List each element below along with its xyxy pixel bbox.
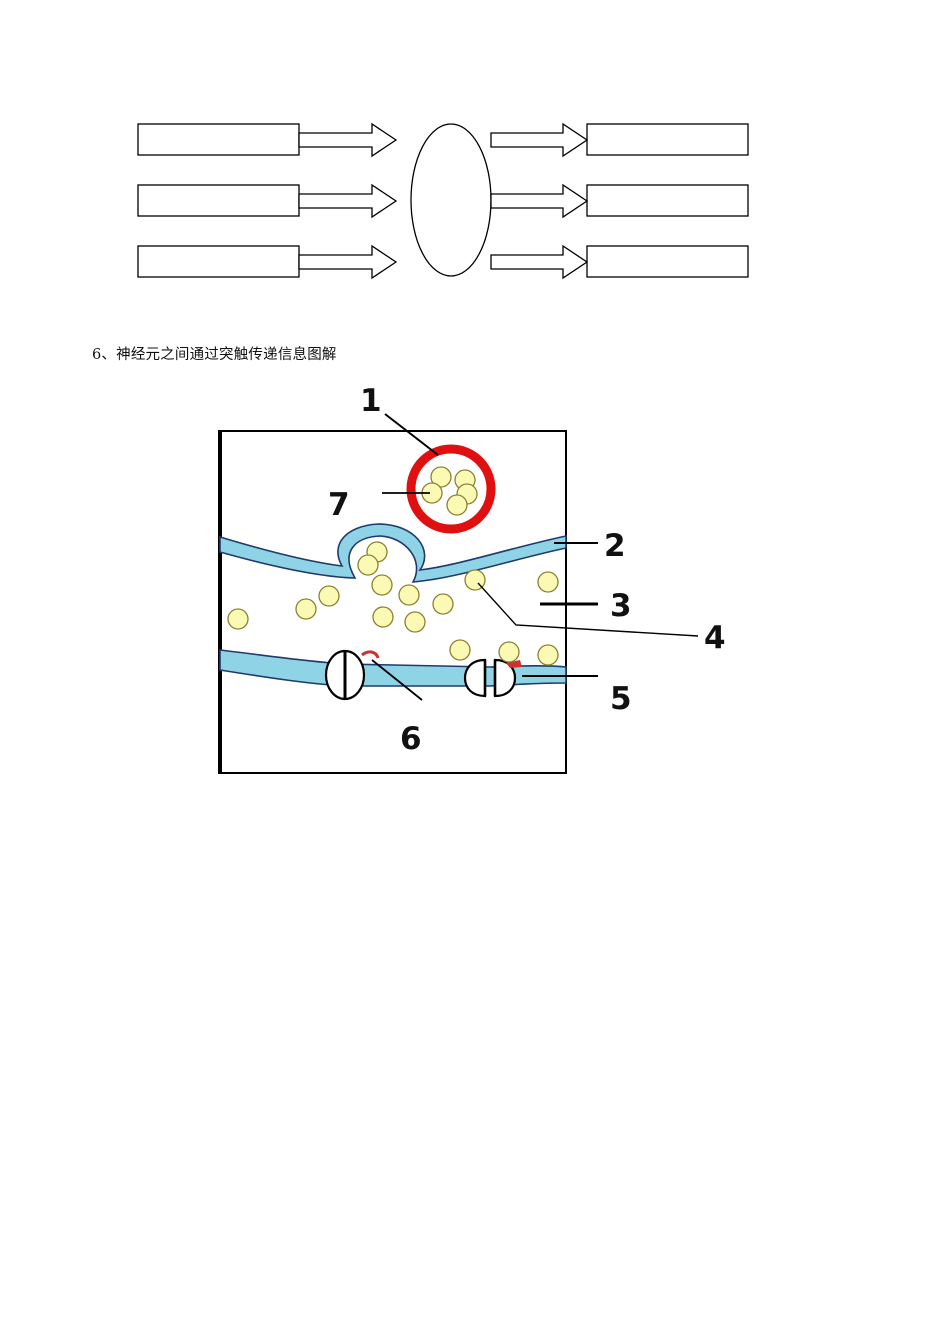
right-box-2 <box>586 184 749 217</box>
label-3: 3 <box>610 588 632 624</box>
label-2: 2 <box>604 528 626 564</box>
presynaptic-membrane <box>219 523 567 583</box>
diagram-frame <box>218 430 567 774</box>
right-arrow-1 <box>490 122 589 158</box>
receptor-mark-left <box>361 650 380 659</box>
receptor-mark-right <box>506 660 522 668</box>
receptor-channel-left <box>324 649 380 701</box>
label-7: 7 <box>328 487 350 523</box>
flow-diagram <box>137 122 749 280</box>
left-box-2 <box>137 184 300 217</box>
label-6: 6 <box>400 721 422 757</box>
leader-line-6 <box>371 659 423 701</box>
right-arrow-3 <box>490 244 589 280</box>
left-arrow-1 <box>298 122 398 158</box>
vesicle-contents <box>421 466 478 516</box>
leader-line-1 <box>384 413 439 456</box>
receptor-channel-right <box>463 658 522 698</box>
synapse-diagram: 1 7 2 3 4 5 6 <box>218 383 726 774</box>
label-1: 1 <box>360 383 382 419</box>
neurotransmitters <box>227 541 559 666</box>
label-4: 4 <box>704 620 726 656</box>
right-arrow-2 <box>490 183 589 219</box>
synaptic-vesicle <box>406 444 496 534</box>
center-ellipse <box>410 123 492 277</box>
label-5: 5 <box>610 681 632 717</box>
leader-line-4 <box>477 582 699 637</box>
left-arrow-3 <box>298 244 398 280</box>
left-arrow-2 <box>298 183 398 219</box>
right-box-1 <box>586 123 749 156</box>
left-box-3 <box>137 245 300 278</box>
left-box-1 <box>137 123 300 156</box>
diagram-caption: 6、神经元之间通过突触传递信息图解 <box>92 347 337 363</box>
right-box-3 <box>586 245 749 278</box>
